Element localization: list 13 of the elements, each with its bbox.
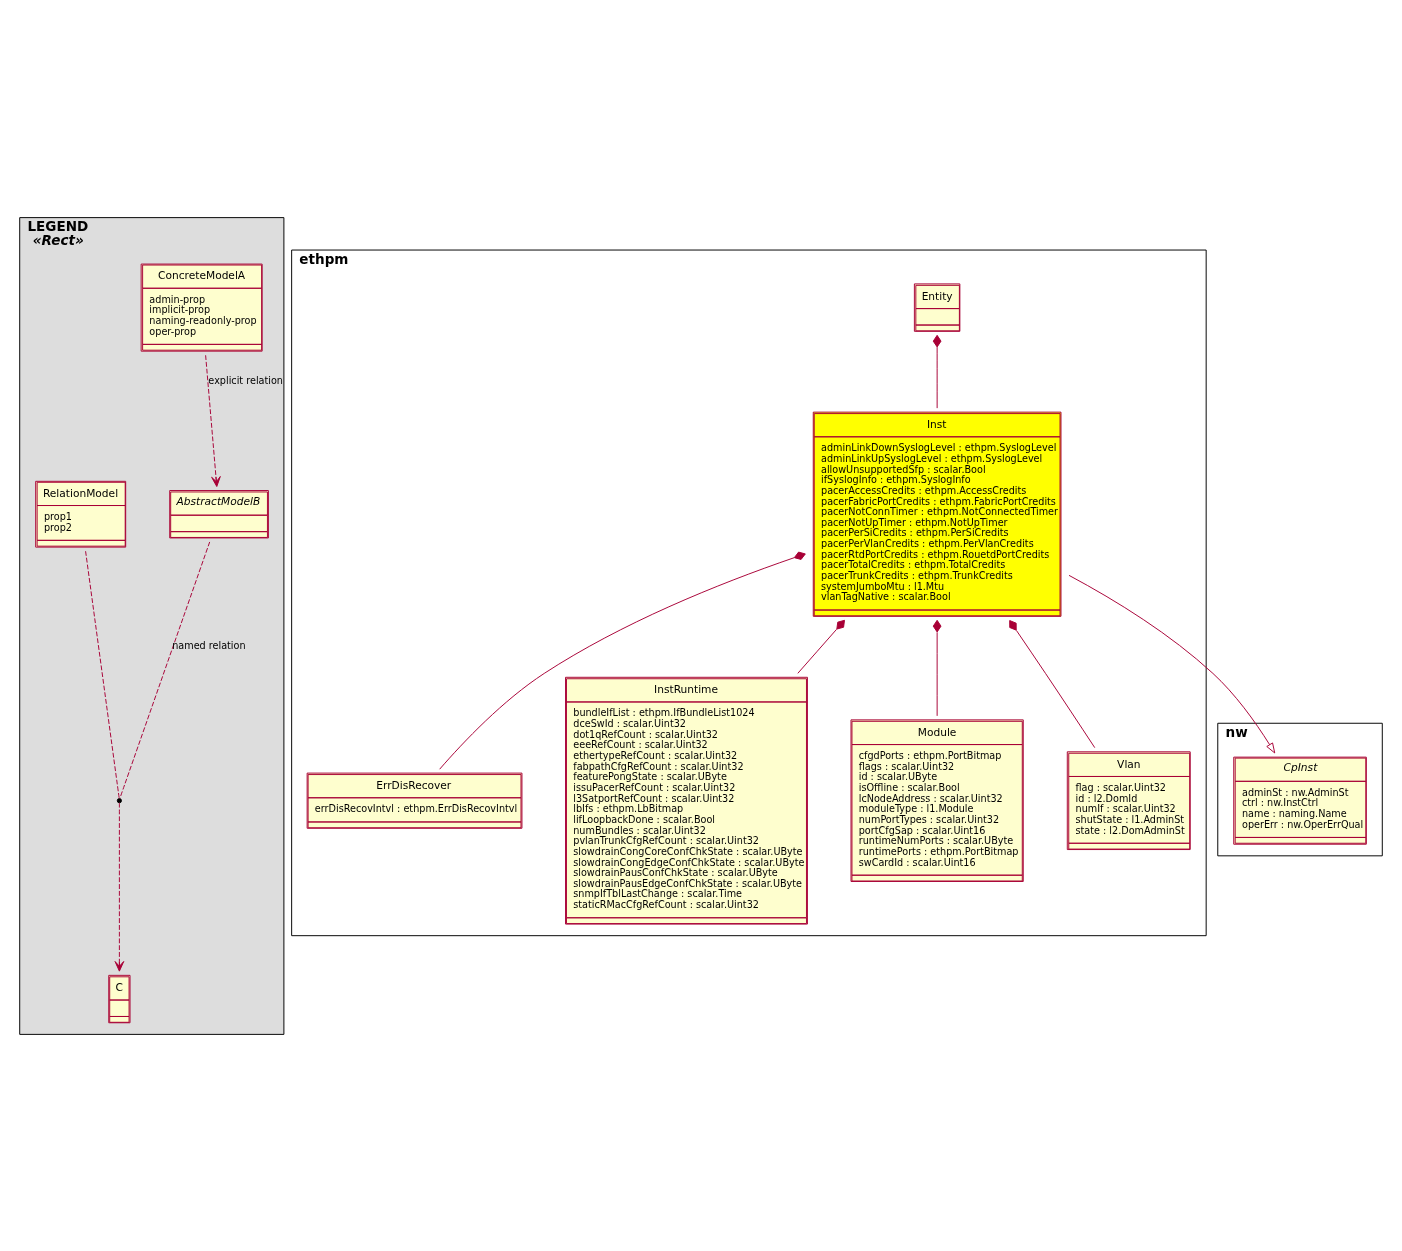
node-circle: [116, 797, 122, 803]
connector: [1009, 619, 1096, 748]
edge-label: explicit relation: [208, 374, 283, 386]
arrow: [1068, 574, 1276, 753]
connector: [439, 551, 806, 770]
connector: [85, 550, 120, 799]
connector: [932, 619, 942, 716]
arrow: [114, 801, 125, 972]
connector: [119, 540, 211, 799]
connector: [797, 619, 845, 674]
edge-label: named relation: [172, 639, 246, 651]
arrow: [205, 354, 221, 487]
connector: [932, 334, 942, 409]
